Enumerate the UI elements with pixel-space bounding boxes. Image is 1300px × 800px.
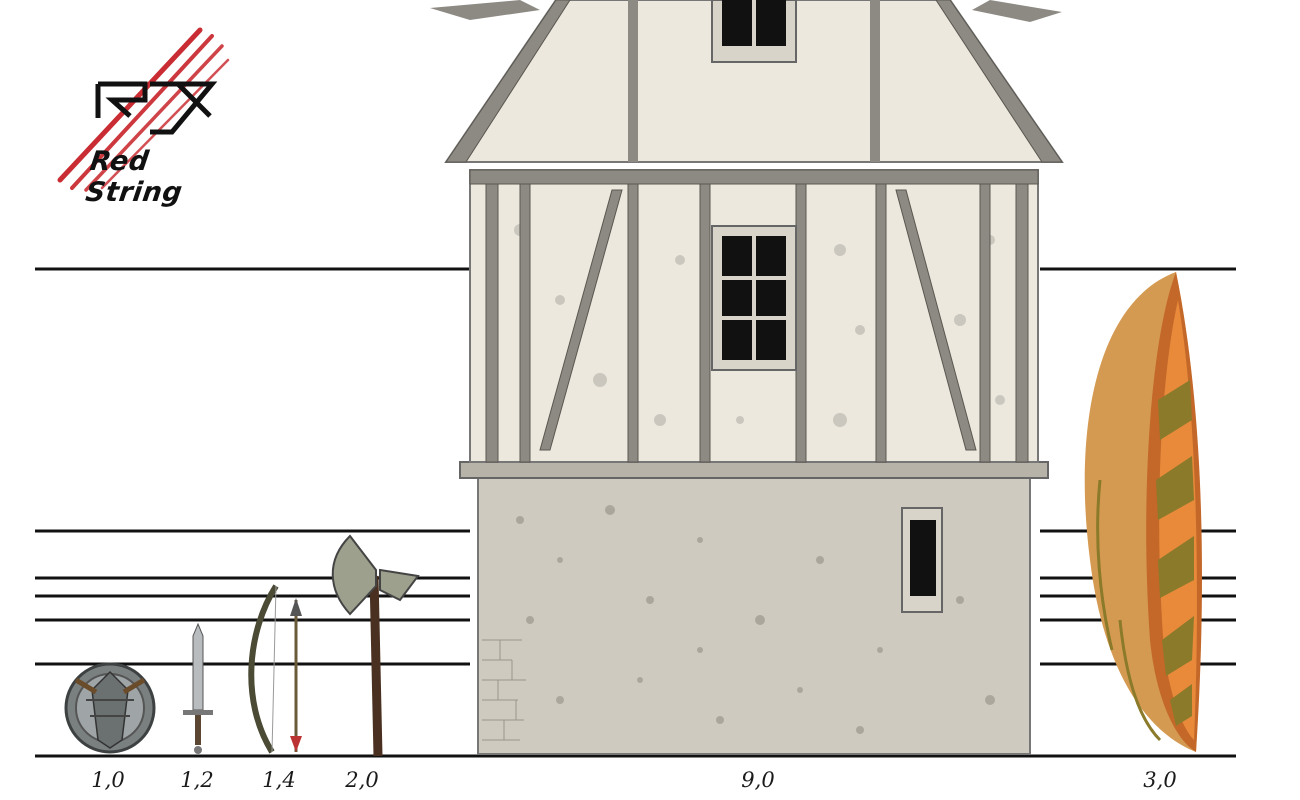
axe-icon [333,536,418,756]
sword-icon [183,624,213,754]
caption-sword: 1,2 [180,768,213,792]
caption-house: 9,0 [741,768,774,792]
bow-icon [251,586,276,752]
boat-icon [1085,272,1202,752]
caption-shield: 1,0 [91,768,124,792]
house-icon [430,0,1062,754]
shield-icon [66,664,154,752]
caption-axe: 2,0 [345,768,378,792]
caption-boat: 3,0 [1143,768,1176,792]
caption-bow: 1,4 [262,768,295,792]
